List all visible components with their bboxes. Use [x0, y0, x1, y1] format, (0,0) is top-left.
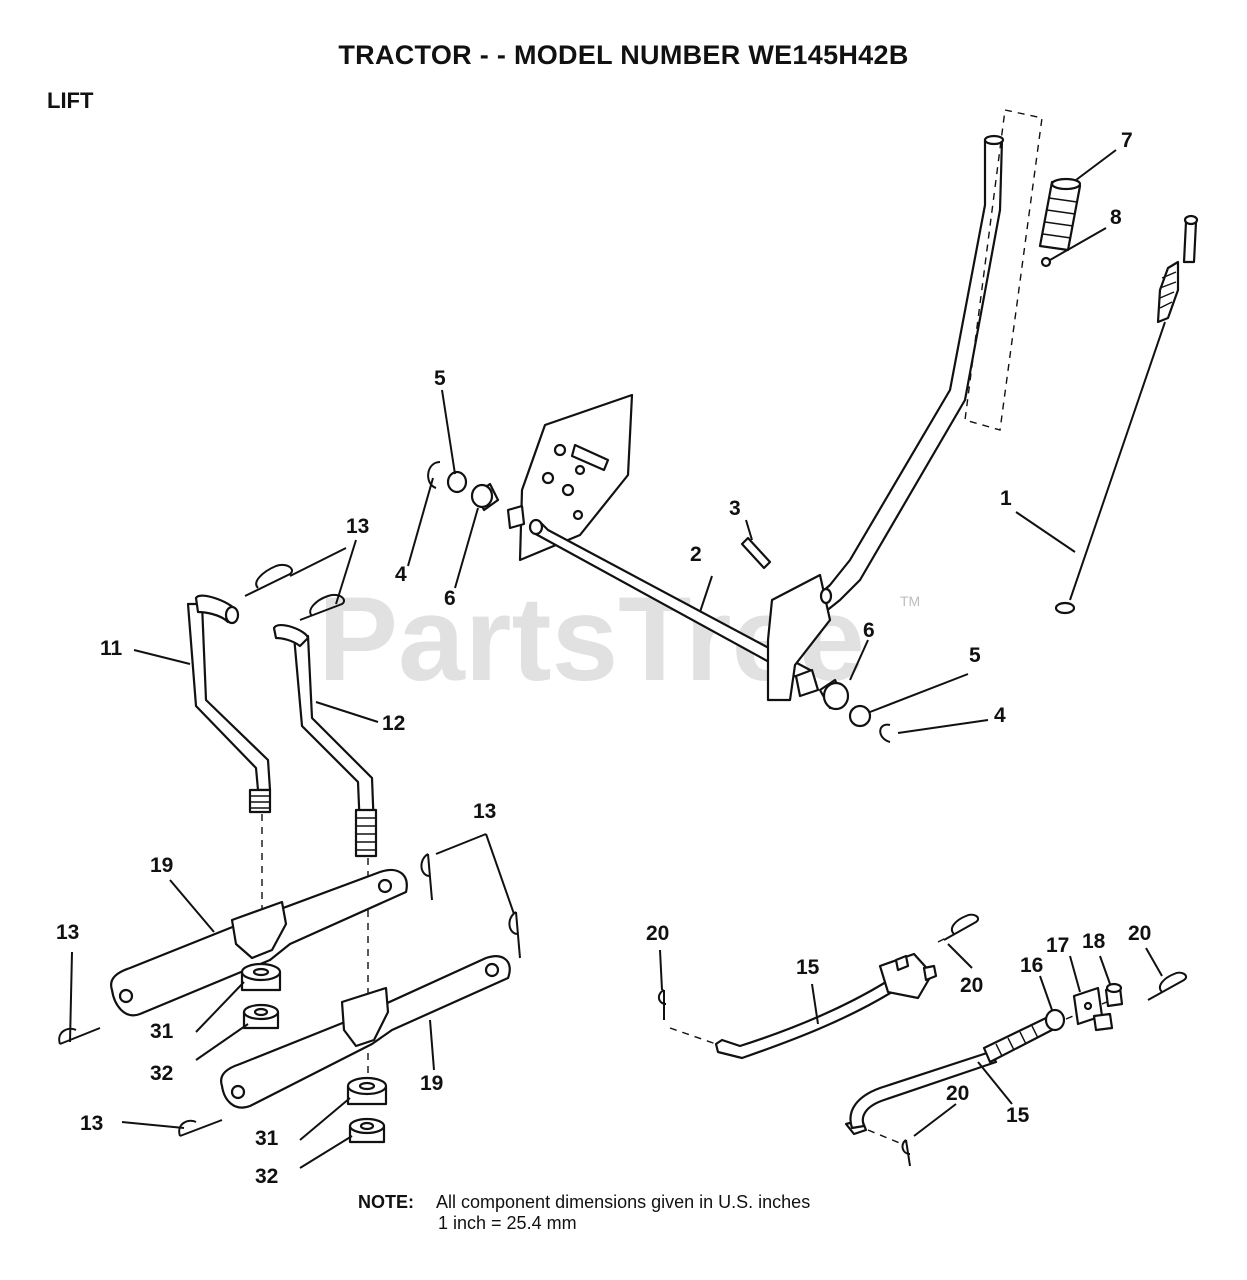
lift-arm-lower [220, 955, 511, 1109]
callout-1: 1 [1000, 487, 1012, 510]
cotter-pin-4 [901, 1139, 911, 1167]
diagram-title: TRACTOR - - MODEL NUMBER WE145H42B [338, 40, 909, 70]
watermark-tm: TM [900, 593, 920, 609]
clip-left [427, 461, 441, 489]
callout-13-bottom: 13 [80, 1112, 103, 1135]
washer-right [848, 704, 872, 728]
callout-3: 3 [729, 497, 741, 520]
lift-rod [1054, 214, 1199, 615]
callout-15-upper: 15 [796, 956, 820, 979]
nut-18 [1104, 982, 1124, 1008]
hairpin-clip-6 [178, 1119, 223, 1137]
dash-rod-lower [867, 1129, 903, 1145]
callout-12: 12 [382, 712, 405, 735]
callout-20-bottom: 20 [946, 1082, 969, 1105]
hairpin-clip-2 [299, 594, 346, 621]
callout-7: 7 [1121, 129, 1133, 152]
callout-31-lower: 31 [255, 1127, 279, 1150]
callout-32-upper: 32 [150, 1062, 173, 1085]
lift-link-11 [186, 594, 272, 814]
section-label: LIFT [47, 88, 94, 113]
callout-16: 16 [1020, 954, 1043, 977]
handle-outline-dashed [964, 109, 1043, 431]
lift-link-12 [272, 623, 378, 858]
callout-4-right: 4 [994, 704, 1006, 727]
callout-13-top: 13 [346, 515, 369, 538]
key [740, 536, 772, 570]
callout-15-lower: 15 [1006, 1104, 1030, 1127]
nut-32-upper [242, 1003, 280, 1030]
callout-31-upper: 31 [150, 1020, 174, 1043]
cotter-pin-3 [1147, 971, 1188, 1001]
callout-2: 2 [690, 543, 702, 566]
note-text-1: All component dimensions given in U.S. i… [436, 1192, 811, 1212]
callout-20-right: 20 [1128, 922, 1151, 945]
note-label: NOTE: [358, 1192, 414, 1212]
bushing-left [470, 482, 500, 512]
hairpin-clip-5 [58, 1027, 101, 1045]
callout-32-lower: 32 [255, 1165, 278, 1188]
note-line-2: 1 inch = 25.4 mm [438, 1213, 577, 1233]
bushing-right [818, 678, 850, 711]
mounting-bracket [518, 393, 634, 562]
callout-13-mid: 13 [473, 800, 496, 823]
nut-32-lower [348, 1117, 386, 1144]
hand-grip [1038, 177, 1082, 252]
lift-rod-upper [714, 952, 938, 1060]
callout-4-left: 4 [395, 563, 407, 586]
callout-17: 17 [1046, 934, 1069, 957]
leader-lines [69, 149, 1163, 1169]
spacer-31-lower [346, 1076, 388, 1106]
callout-19-lower: 19 [420, 1072, 443, 1095]
hairpin-clip-1 [244, 564, 294, 597]
hairpin-clip-4 [508, 911, 521, 959]
cotter-pin-1 [658, 989, 667, 1020]
hairpin-clip-3 [420, 853, 433, 901]
washer-16 [1044, 1008, 1066, 1032]
callout-5-right: 5 [969, 644, 981, 667]
callout-5-left: 5 [434, 367, 446, 390]
callout-20-left: 20 [646, 922, 669, 945]
note-line-1: NOTE: All component dimensions given in U… [358, 1192, 810, 1213]
callout-13-left: 13 [56, 921, 79, 944]
callout-18: 18 [1082, 930, 1106, 953]
grip-ring [1040, 256, 1052, 268]
callout-19-upper: 19 [150, 854, 173, 877]
dash-rod-upper [669, 1027, 717, 1045]
callout-6-right: 6 [863, 619, 875, 642]
callout-20-mid: 20 [960, 974, 983, 997]
lift-handle [780, 134, 1005, 642]
note: NOTE: All component dimensions given in U… [358, 1192, 810, 1234]
callout-8: 8 [1110, 206, 1122, 229]
cotter-pin-2 [943, 913, 980, 941]
washer-left [446, 470, 468, 494]
dash-rod-upper-clip [937, 937, 947, 943]
callout-11: 11 [100, 637, 123, 660]
handle-pivot-arm [766, 573, 833, 702]
clip-right [879, 723, 891, 743]
lift-arm-upper [110, 868, 408, 1017]
callout-6-left: 6 [444, 587, 456, 610]
spacer-31-upper [240, 962, 282, 992]
block-17 [1072, 986, 1114, 1032]
